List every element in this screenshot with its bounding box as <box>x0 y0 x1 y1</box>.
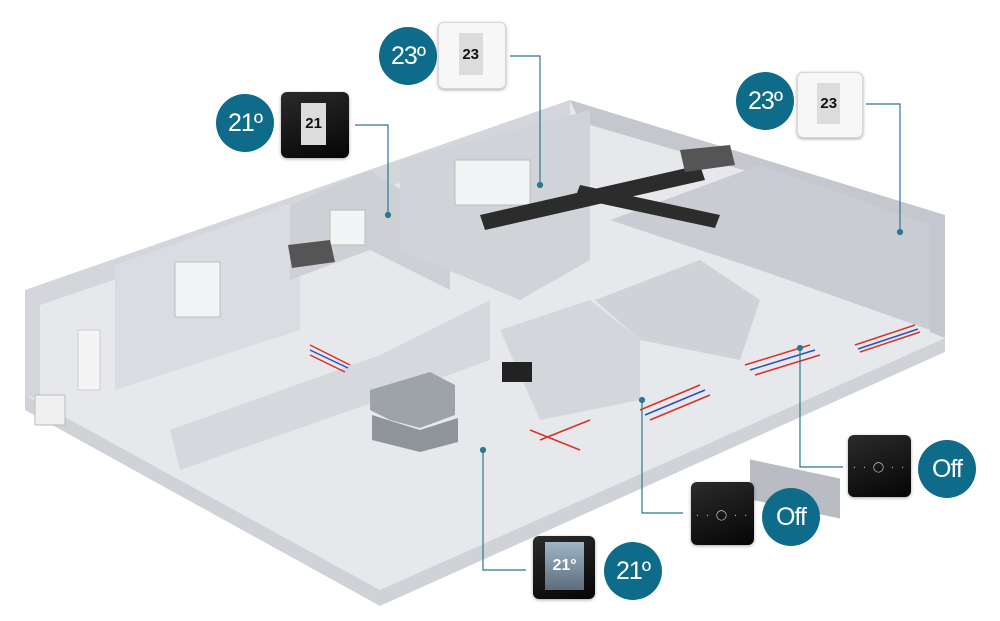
wall <box>595 260 760 360</box>
zone-temp-badge: 21º <box>216 94 274 152</box>
thermostat-left-room[interactable]: 21 <box>281 92 349 158</box>
zone-temp-badge: 23º <box>379 27 437 85</box>
water-heater <box>77 329 101 391</box>
wall <box>610 165 930 330</box>
leader-lines <box>355 55 904 571</box>
back-wall-right <box>570 100 945 338</box>
air-duct <box>575 185 720 228</box>
thermostat-screen-temp: 23 <box>462 45 480 63</box>
thermostat-bedroom-middle[interactable]: · · ◯ · · <box>691 482 754 545</box>
zone-status-badge: Off <box>762 488 820 546</box>
power-icon: · · ◯ · · <box>852 462 907 474</box>
wall <box>170 300 490 470</box>
underfloor-heating <box>309 324 921 451</box>
outdoor-unit <box>34 394 66 426</box>
window <box>174 261 221 318</box>
thermostat-right-room[interactable]: 23 <box>797 72 863 138</box>
thermostat-bedroom-right[interactable]: · · ◯ · · <box>848 435 911 497</box>
thermostat-screen-temp: 23 <box>820 95 838 113</box>
zone-temp-badge: 21º <box>604 542 662 600</box>
power-icon: · · ◯ · · <box>695 509 750 521</box>
sofa <box>372 415 458 452</box>
duct-unit <box>680 145 735 172</box>
wall <box>500 300 640 420</box>
window <box>454 159 531 206</box>
thermostat-center-room[interactable]: 23 <box>438 22 506 89</box>
tv <box>502 362 532 382</box>
thermostat-screen-temp: 21° <box>552 557 577 575</box>
zone-status-badge: Off <box>918 440 976 498</box>
window <box>329 209 366 246</box>
thermostat-living-room[interactable]: 21° <box>533 536 595 599</box>
thermostat-screen-temp: 21 <box>305 115 322 133</box>
sofa <box>370 372 455 428</box>
slab-front <box>25 338 945 606</box>
zone-temp-badge: 23º <box>736 72 794 130</box>
duct-unit <box>288 240 335 268</box>
